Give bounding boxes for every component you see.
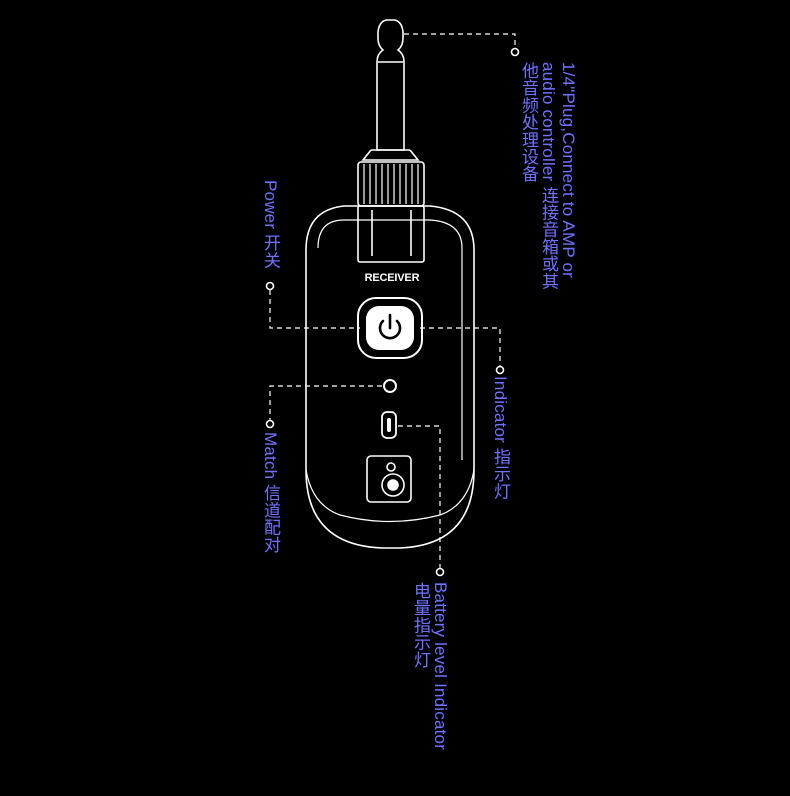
- leader-lines: [269, 33, 516, 568]
- usb-c-port: [381, 411, 397, 439]
- power-label: Power 开关: [260, 180, 280, 269]
- battery-label-line2: 电量指示灯: [411, 582, 430, 668]
- indicator-label: Indicator 指示灯: [490, 376, 510, 500]
- battery-label-line1: Battery level Indicator: [431, 582, 450, 751]
- plug-label-line2: audio controller 连接音箱或其: [539, 62, 558, 290]
- quarter-inch-plug: [357, 19, 425, 263]
- plug-label-line3: 他音频处理设备: [519, 62, 538, 183]
- power-label-text: Power 开关: [261, 180, 280, 269]
- output-jack: [366, 455, 412, 503]
- power-icon: [378, 313, 402, 340]
- plug-label-line1: 1/4"Plug,Connect to AMP or: [559, 62, 578, 278]
- leader-endpoints: [265, 47, 520, 577]
- power-button[interactable]: [357, 297, 423, 359]
- indicator-label-text: Indicator 指示灯: [491, 376, 510, 500]
- receiver-body: [305, 205, 475, 549]
- match-label-text: Match 信道配对: [261, 432, 280, 554]
- receiver-brand-text: RECEIVER: [364, 272, 420, 284]
- indicator-led: [383, 379, 397, 393]
- plug-label: 1/4"Plug,Connect to AMP or audio control…: [518, 62, 578, 290]
- match-label: Match 信道配对: [260, 432, 280, 553]
- battery-label: Battery level Indicator 电量指示灯: [410, 582, 450, 750]
